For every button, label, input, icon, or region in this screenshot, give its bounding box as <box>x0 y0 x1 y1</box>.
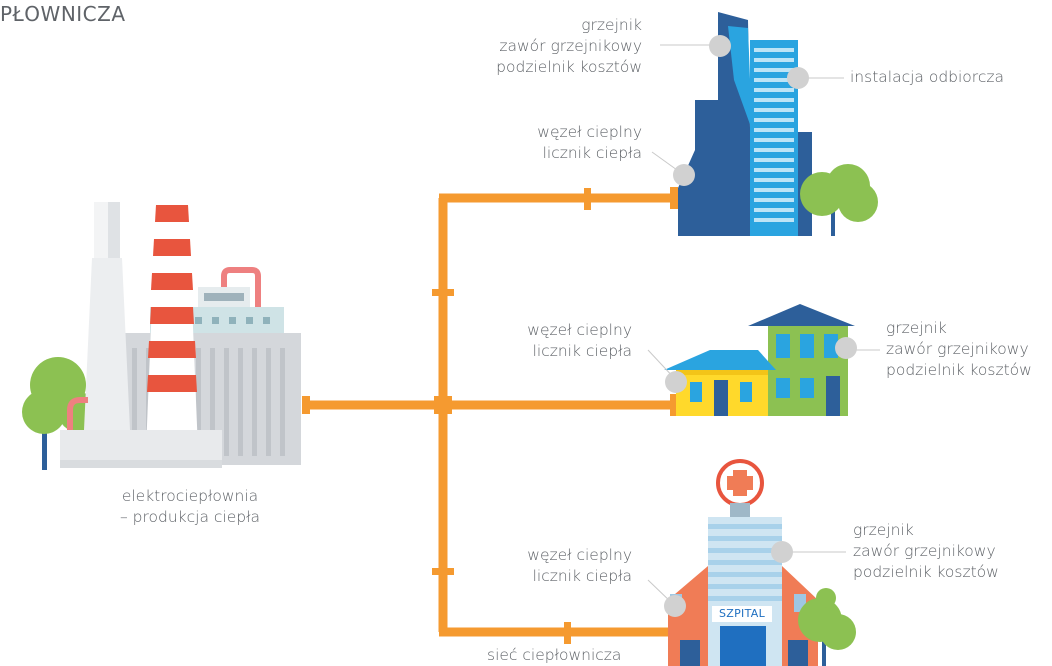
hospital-node-label: węzeł cieplny licznik ciepła <box>527 546 632 585</box>
callout-dot <box>771 541 793 563</box>
chimney <box>146 205 198 450</box>
houses-node-label: węzeł cieplny licznik ciepła <box>527 321 632 360</box>
hospital-sign-text: SZPITAL <box>718 607 765 620</box>
plant-label: elektrociepłownia – produkcja ciepła <box>119 487 261 526</box>
hospital-sign <box>712 606 772 622</box>
heating-pipe-network <box>305 193 676 637</box>
hospital-illustration <box>668 459 856 666</box>
office-building-illustration <box>678 12 878 236</box>
tree-icon <box>798 588 856 666</box>
callout-dot <box>709 35 731 57</box>
office-installation-label: instalacja odbiorcza <box>850 68 1004 86</box>
tree-icon <box>800 164 878 236</box>
office-devices-label: grzejnik zawór grzejnikowy podzielnik ko… <box>496 16 642 76</box>
callout-dots <box>664 35 857 617</box>
hospital-devices-label: grzejnik zawór grzejnikowy podzielnik ko… <box>853 521 999 581</box>
callout-dot <box>665 371 687 393</box>
callout-dot <box>673 164 695 186</box>
diagram-title: PŁOWNICZA <box>0 2 126 26</box>
power-plant-illustration <box>22 202 301 470</box>
houses-illustration <box>664 304 855 416</box>
network-label: sieć ciepłownicza <box>487 646 622 664</box>
office-node-label: węzeł cieplny licznik ciepła <box>537 123 642 162</box>
callout-dot <box>664 595 686 617</box>
callout-dot <box>835 337 857 359</box>
callout-dot <box>787 67 809 89</box>
houses-devices-label: grzejnik zawór grzejnikowy podzielnik ko… <box>886 319 1032 379</box>
